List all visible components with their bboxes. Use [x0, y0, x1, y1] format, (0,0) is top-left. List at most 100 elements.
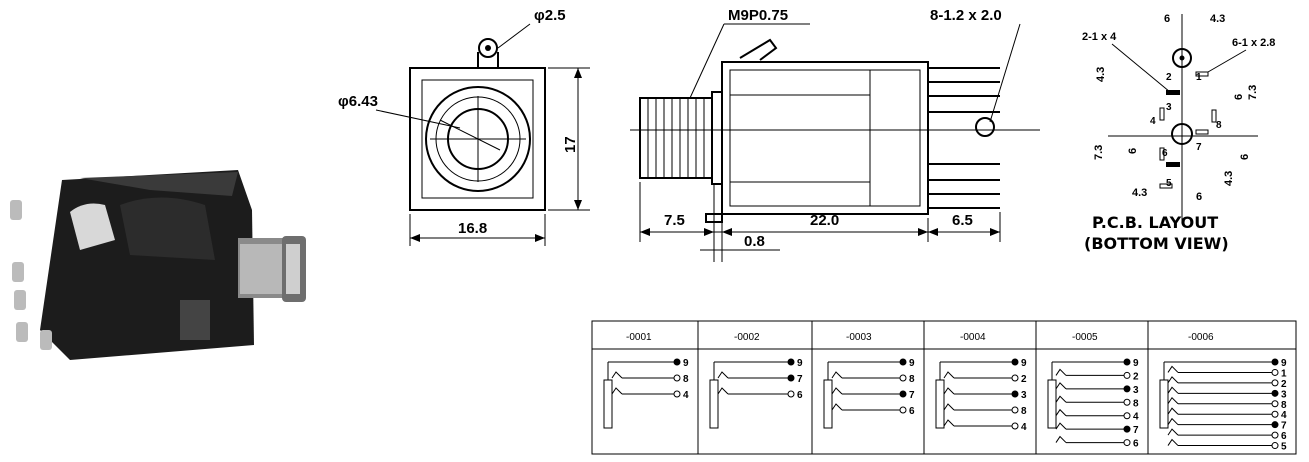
terminal-5	[1271, 442, 1279, 450]
spring-contact	[831, 403, 843, 411]
terminal-8	[673, 374, 681, 382]
pcb-pin-0: 2	[1166, 72, 1172, 83]
pcb-dim-7: 6	[1239, 154, 1251, 160]
terminal-7	[1271, 421, 1279, 429]
pcb-pin-2: 3	[1166, 102, 1172, 113]
spring-contact	[1167, 417, 1179, 426]
height-label: 17	[562, 136, 579, 153]
terminal-6	[1271, 431, 1279, 439]
terminal-8	[1123, 398, 1131, 406]
pcb-pin-3: 4	[1150, 116, 1156, 127]
terminal-9	[899, 358, 907, 366]
pcb-dim-3: 6	[1233, 94, 1245, 100]
pin-label: 6	[1281, 431, 1287, 442]
pin-label: 6	[1133, 439, 1139, 450]
pin-label: 9	[1133, 358, 1139, 369]
wiring-table: -0001 -0002 -0003 -0004 -0005 -0006	[591, 320, 1297, 455]
pin-label: 1	[1281, 368, 1287, 379]
body-len-label: 22.0	[810, 212, 839, 229]
terminal-8	[1271, 400, 1279, 408]
product-photo	[10, 170, 306, 360]
pcb-dim-2: 4.3	[1095, 67, 1107, 82]
pin-label: 2	[1281, 379, 1287, 390]
sleeve-contact	[1047, 379, 1057, 429]
pin-label: 5	[1281, 442, 1287, 453]
pin-label: 8	[1133, 398, 1139, 409]
terminal-8	[1011, 406, 1019, 414]
panel-label: 0.8	[744, 233, 765, 250]
width-label: 16.8	[458, 220, 487, 237]
spring-contact	[943, 419, 955, 427]
spring-contact	[1167, 428, 1179, 436]
spring-contact	[1167, 376, 1179, 384]
spring-contact	[1055, 395, 1067, 403]
thread-len-label: 7.5	[664, 212, 685, 229]
pcb-pin-7: 5	[1166, 178, 1172, 189]
pin-label: 9	[797, 358, 803, 369]
spring-contact	[1055, 422, 1067, 430]
spring-contact	[1167, 365, 1179, 373]
pcb-dim-8: 4.3	[1132, 187, 1147, 199]
pin-label: 3	[1133, 385, 1139, 396]
terminal-4	[1011, 422, 1019, 430]
pcb-dim-10: 4.3	[1223, 171, 1235, 186]
terminal-9	[1011, 358, 1019, 366]
spring-contact	[1167, 396, 1179, 405]
pin-label: 3	[1021, 390, 1027, 401]
terminal-1	[1271, 368, 1279, 376]
spring-contact	[1055, 435, 1067, 443]
terminal-9	[787, 358, 795, 366]
sleeve-contact	[709, 379, 719, 429]
terminal-4	[1271, 410, 1279, 418]
terminal-2	[1011, 374, 1019, 382]
pin-label: 8	[1021, 406, 1027, 417]
terminal-9	[673, 358, 681, 366]
pcb-title-line2: (BOTTOM VIEW)	[1084, 234, 1229, 253]
spring-contact	[1167, 386, 1179, 394]
terminal-7	[787, 374, 795, 382]
pin-label: 2	[1133, 371, 1139, 382]
terminal-3	[1123, 385, 1131, 393]
pin-label: 9	[1281, 358, 1287, 369]
pin-label: 8	[909, 374, 915, 385]
pin-label: 7	[797, 374, 803, 385]
pcb-dim-9: 6	[1196, 191, 1202, 203]
pin-label: 7	[1281, 421, 1287, 432]
hole-spec-b: 6-1 x 2.8	[1232, 37, 1275, 49]
pin-label: 6	[909, 406, 915, 417]
sleeve-contact	[603, 379, 613, 429]
pin-len-label: 6.5	[952, 212, 973, 229]
hole-dia-label: φ2.5	[534, 7, 566, 24]
terminal-6	[899, 406, 907, 414]
header-0003: -0003	[846, 332, 872, 343]
spring-contact	[831, 387, 843, 395]
side-view: M9P0.75 8-1.2 x 2.0 7.5 22.0 6.5 0.8	[630, 7, 1040, 262]
terminal-6	[787, 390, 795, 398]
pin-label: 4	[1281, 410, 1287, 421]
sleeve-contact	[935, 379, 945, 429]
thread-label: M9P0.75	[728, 7, 788, 24]
spring-contact	[1055, 368, 1067, 376]
pin-label: 3	[1281, 389, 1287, 400]
terminal-6	[1123, 439, 1131, 447]
pin-label: 7	[1133, 425, 1139, 436]
pin-label: 6	[797, 390, 803, 401]
spring-contact	[1055, 382, 1067, 390]
header-0005: -0005	[1072, 332, 1098, 343]
terminal-3	[1011, 390, 1019, 398]
hole-spec-a: 2-1 x 4	[1082, 31, 1117, 43]
spring-contact	[611, 387, 623, 395]
pcb-pin-4: 8	[1216, 120, 1222, 131]
sleeve-contact	[823, 379, 833, 429]
spring-contact	[943, 387, 955, 395]
pcb-pin-5: 7	[1196, 142, 1202, 153]
sleeve-contact	[1159, 379, 1169, 429]
spring-contact	[943, 403, 955, 411]
terminal-7	[1123, 425, 1131, 433]
pin-label: 9	[1021, 358, 1027, 369]
pcb-dim-0: 6	[1164, 13, 1170, 25]
pin-label: 7	[909, 390, 915, 401]
pins-label: 8-1.2 x 2.0	[930, 7, 1002, 24]
